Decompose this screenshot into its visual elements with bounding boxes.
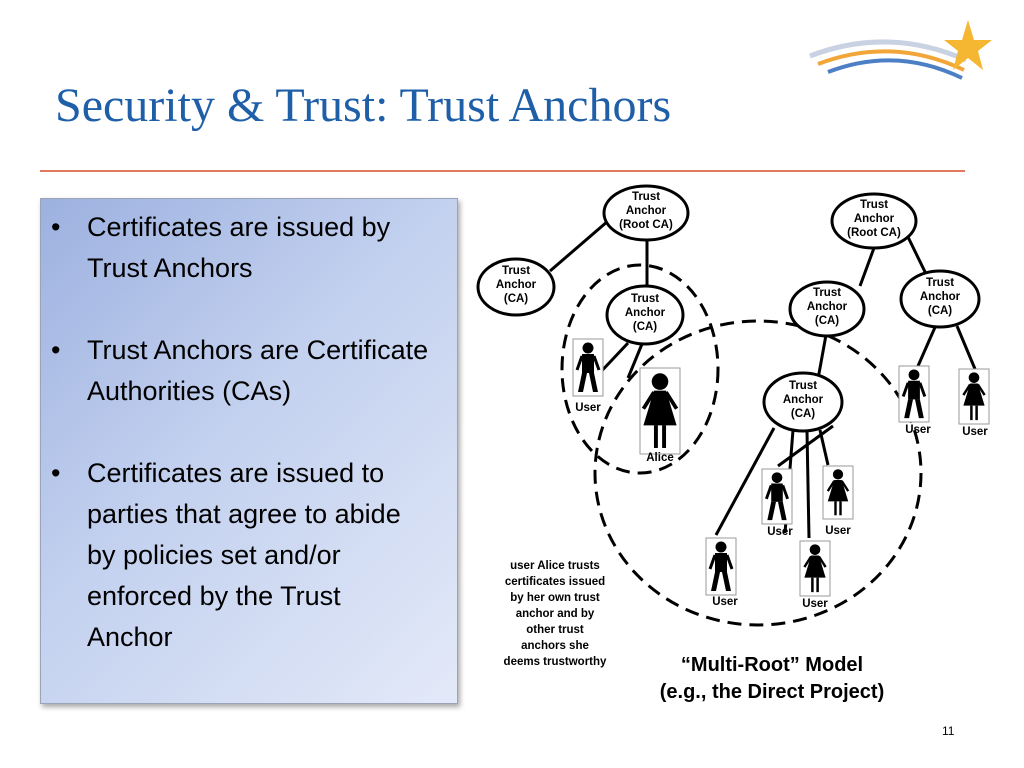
bullet-text: Trust Anchors are Certificate Authoritie… [87, 335, 429, 406]
shooting-star-icon [809, 20, 992, 80]
trust-anchor-label: (CA) [928, 305, 952, 317]
trust-domain-left [560, 263, 720, 475]
alice-trust-note: anchors she [521, 640, 589, 652]
user-figure: User [705, 537, 738, 608]
trust-anchor-label: Anchor [783, 394, 824, 406]
alice-trust-note: anchor and by [516, 608, 595, 620]
title-divider [40, 170, 965, 172]
user-figure: User [799, 540, 831, 610]
bullet-dot: • [51, 212, 61, 242]
user-label: User [962, 426, 988, 438]
trust-anchor-label: (CA) [504, 293, 528, 305]
trust-anchor-label: Anchor [920, 291, 961, 303]
trust-anchor-label: Trust [926, 277, 954, 289]
alice-trust-note: user Alice trusts [510, 560, 600, 572]
female-user-icon [803, 544, 827, 593]
trust-anchor-label: Trust [813, 287, 841, 299]
male-user-icon [765, 472, 789, 521]
user-figure: User [822, 465, 854, 537]
trust-link [906, 236, 930, 279]
female-user-icon [826, 469, 850, 516]
trust-link [549, 219, 609, 273]
trust-anchor-label: Anchor [854, 213, 895, 225]
trust-anchor-label: Trust [631, 293, 659, 305]
trust-anchor-label: Anchor [625, 307, 666, 319]
trust-anchor-label: Trust [789, 380, 817, 392]
bullet-item: • Certificates are issued by Trust Anchor… [51, 207, 429, 289]
user-figure: Alice [639, 367, 681, 464]
trust-anchor-shape [788, 280, 866, 338]
trust-anchor-label: Trust [502, 265, 530, 277]
trust-link [955, 325, 977, 370]
trust-anchor-label: Anchor [496, 279, 537, 291]
bullet-list: • Certificates are issued by Trust Anchor… [41, 199, 457, 658]
trust-anchor-label: Trust [860, 199, 888, 211]
trust-anchor-label: (Root CA) [619, 219, 673, 231]
alice-trust-note: other trust [526, 624, 584, 636]
male-user-icon [901, 369, 927, 419]
trust-anchor-shape [602, 184, 690, 242]
page-number: 11 [942, 724, 955, 738]
user-label: User [575, 402, 601, 414]
trust-link [816, 334, 828, 380]
user-figure: User [898, 365, 931, 436]
user-figure: User [958, 368, 990, 438]
trust-anchor-label: Anchor [807, 301, 848, 313]
bullet-panel: • Certificates are issued by Trust Anchor… [40, 198, 458, 704]
bullet-text: Certificates are issued by Trust Anchors [87, 212, 391, 283]
bullet-item: • Trust Anchors are Certificate Authoriti… [51, 330, 429, 412]
diagram-caption: “Multi-Root” Model [681, 654, 863, 676]
bullet-item: • Certificates are issued to parties that… [51, 453, 429, 658]
user-figure: User [572, 338, 604, 414]
trust-anchor-label: (CA) [815, 315, 839, 327]
user-label: Alice [646, 452, 674, 464]
user-label: User [767, 526, 793, 538]
diagram-caption: (e.g., the Direct Project) [660, 681, 885, 703]
trust-anchor-shape [899, 269, 981, 329]
trust-anchor-shape [762, 371, 844, 433]
bullet-dot: • [51, 335, 61, 365]
trust-anchor-shape [605, 284, 685, 346]
slide-title: Security & Trust: Trust Anchors [55, 79, 672, 132]
trust-link [805, 430, 811, 539]
female-user-icon [962, 372, 986, 421]
trust-anchor-shape [476, 257, 556, 317]
alice-trust-note: certificates issued [505, 576, 605, 588]
bullet-dot: • [51, 458, 61, 488]
trust-link [916, 324, 938, 367]
trust-link [626, 343, 644, 379]
male-user-icon [708, 541, 734, 591]
user-label: User [905, 424, 931, 436]
bullet-text: Certificates are issued to parties that … [87, 458, 401, 652]
trust-domain-center [593, 319, 923, 627]
male-user-icon [575, 342, 601, 392]
alice-trust-note: by her own trust [510, 592, 600, 604]
alice-trust-note: deems trustworthy [504, 656, 607, 668]
trust-anchor-label: (CA) [791, 408, 815, 420]
female-user-icon [641, 373, 679, 448]
trust-anchor-label: Anchor [626, 205, 667, 217]
user-label: User [802, 598, 828, 610]
trust-link [714, 427, 776, 536]
user-label: User [825, 525, 851, 537]
user-label: User [712, 596, 738, 608]
trust-anchor-label: (CA) [633, 321, 657, 333]
trust-link [858, 247, 876, 287]
trust-link [777, 424, 834, 468]
user-figure: User [761, 468, 793, 538]
trust-anchor-shape [830, 192, 918, 250]
trust-anchor-label: Trust [632, 191, 660, 203]
trust-anchor-label: (Root CA) [847, 227, 901, 239]
